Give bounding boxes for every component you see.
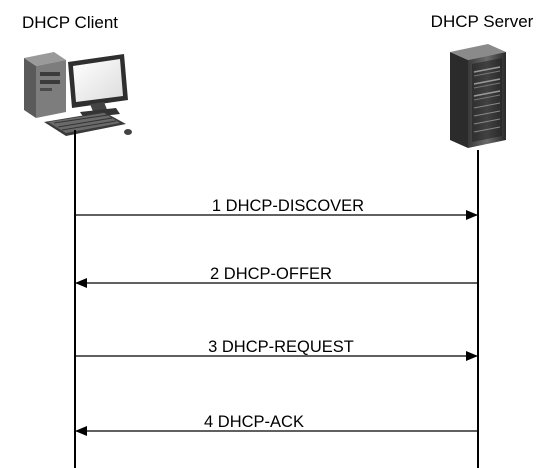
message-label-ack: 4 DHCP-ACK [204, 413, 304, 431]
message-label-request: 3 DHCP-REQUEST [208, 338, 354, 356]
client-title: DHCP Client [22, 13, 118, 32]
message-label-offer: 2 DHCP-OFFER [210, 265, 332, 283]
message-label-discover: 1 DHCP-DISCOVER [212, 197, 364, 215]
desktop-computer-icon [24, 52, 132, 136]
tower-server-icon [450, 44, 506, 148]
server-title: DHCP Server [431, 12, 534, 31]
